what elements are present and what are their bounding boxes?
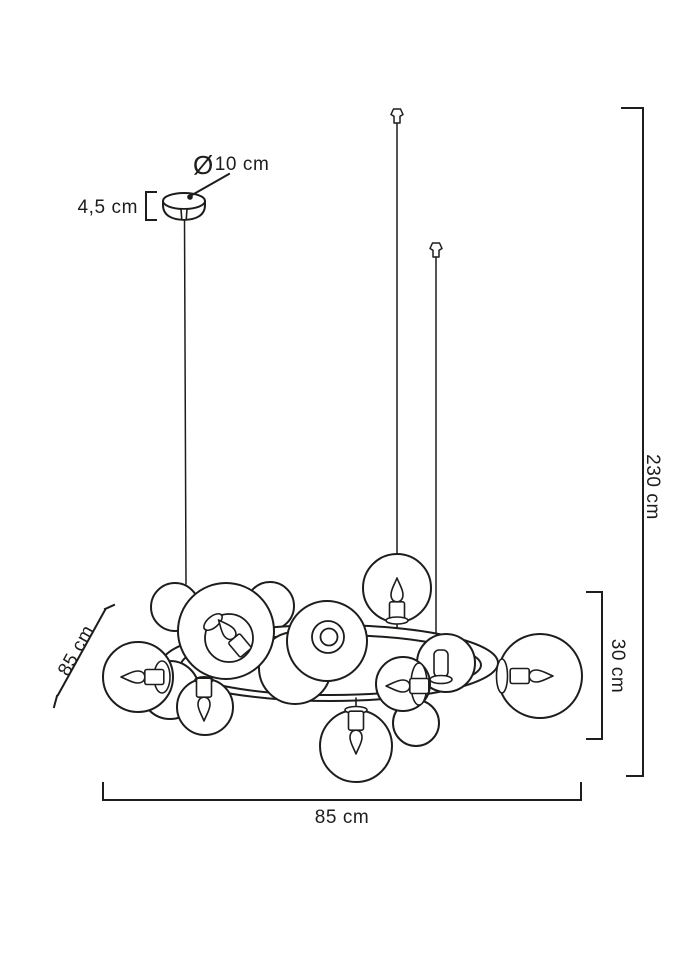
overall-height-label: 230 cm — [642, 454, 663, 520]
spotlight-disc — [286, 600, 368, 682]
glass-ball-down-candle — [176, 675, 234, 736]
dimension-line-depth — [52, 603, 116, 709]
dimension-bracket-canopy-height — [145, 191, 157, 221]
glass-ball-cable-socket — [416, 633, 476, 693]
dimension-leader-canopy-diameter — [187, 172, 231, 200]
glass-ball-large — [177, 582, 275, 680]
diameter-symbol: Ø — [193, 150, 214, 180]
fixture-height-label: 30 cm — [607, 638, 628, 694]
canopy-height-label: 4,5 cm — [77, 197, 138, 218]
dimension-line-overall-height — [621, 107, 644, 777]
dimension-bracket-fixture-height — [586, 591, 603, 740]
glass-ball-side-candle — [375, 656, 431, 712]
suspension-cable-right — [429, 242, 443, 653]
suspension-cable-middle — [390, 108, 404, 555]
dimension-line-width — [102, 782, 582, 801]
suspension-cable-left — [183, 219, 187, 585]
glass-ball-side-candle — [102, 641, 174, 713]
glass-ball-side-candle — [495, 633, 583, 719]
ceiling-canopy — [162, 192, 206, 221]
fixture-width-label: 85 cm — [314, 807, 370, 828]
glass-ball-down-candle — [319, 697, 393, 783]
glass-ball-top-candle — [362, 553, 432, 635]
